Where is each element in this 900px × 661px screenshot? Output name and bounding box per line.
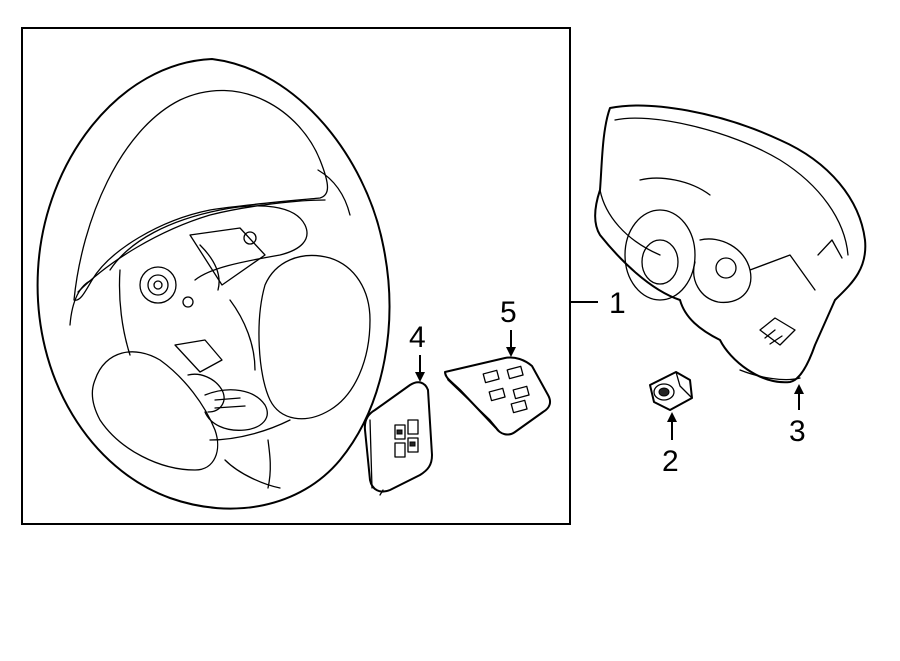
leader-lines	[415, 301, 804, 440]
callout-number-3: 3	[789, 415, 806, 448]
callout-number-5: 5	[500, 296, 517, 329]
arrowhead-4	[415, 372, 425, 382]
switch-assembly-right	[444, 356, 552, 436]
callout-number-2: 2	[662, 445, 679, 478]
callout-number-1: 1	[609, 287, 626, 320]
nut-illustration	[649, 371, 693, 411]
airbag-module-illustration	[594, 104, 867, 384]
callout-number-4: 4	[409, 321, 426, 354]
arrowhead-3	[794, 384, 804, 394]
steering-wheel-illustration	[36, 58, 391, 510]
switch-assembly-left	[363, 381, 433, 496]
assembly-frame	[21, 27, 571, 525]
arrowhead-2	[667, 412, 677, 422]
arrowhead-5	[506, 347, 516, 357]
